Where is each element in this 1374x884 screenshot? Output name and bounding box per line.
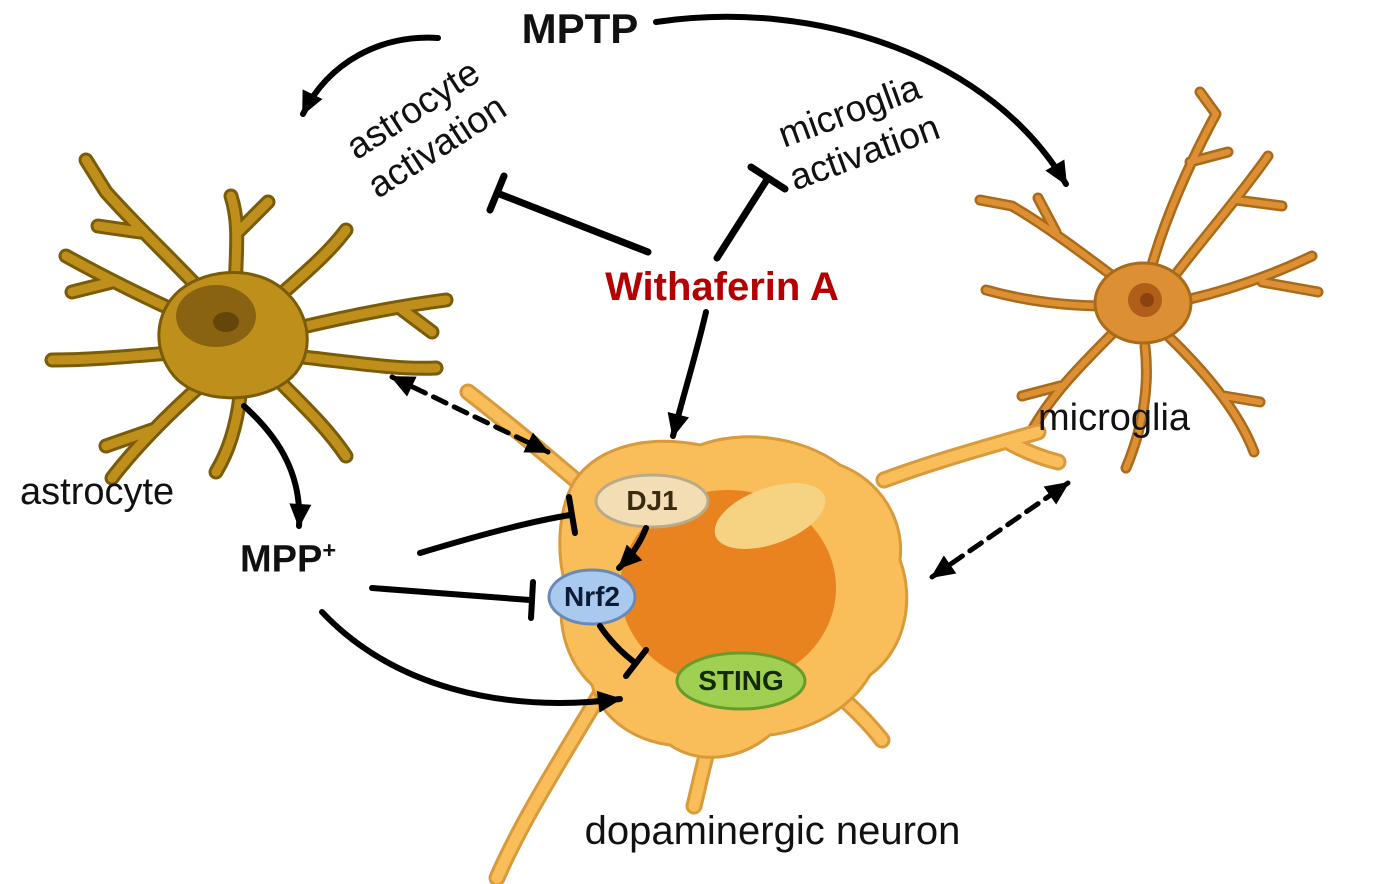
microglia-label: microglia bbox=[1038, 397, 1191, 439]
arrow-mpp-to-sting bbox=[319, 609, 623, 713]
mptp-label: MPTP bbox=[521, 5, 639, 52]
arrow-astrocyte-to-mpp bbox=[241, 403, 312, 529]
arrow-mptp-to-microglia bbox=[653, 13, 1069, 187]
arrow-withaferin-to-neuron bbox=[667, 309, 709, 439]
mpp-label: MPP+ bbox=[240, 537, 337, 581]
inhibit-withaferin-to-activations bbox=[486, 163, 789, 262]
dopaminergic-neuron-label: dopaminergic neuron bbox=[584, 809, 961, 853]
sting-node bbox=[675, 651, 807, 711]
withaferin-a-label: Withaferin A bbox=[605, 265, 839, 309]
mpp-plus-superscript: + bbox=[322, 537, 337, 563]
neuron-cell-graphic bbox=[459, 383, 1067, 884]
dashed-arrow-neuron-microglia bbox=[929, 480, 1071, 580]
mpp-base: MPP bbox=[240, 538, 323, 581]
inhibition-t-bars bbox=[528, 494, 649, 679]
sting-label: STING bbox=[698, 665, 784, 696]
dj1-label: DJ1 bbox=[626, 485, 678, 516]
nrf2-label: Nrf2 bbox=[563, 581, 620, 612]
astrocyte-cell-graphic bbox=[44, 152, 454, 486]
dashed-arrow-astrocyte-neuron bbox=[389, 374, 551, 455]
arrow-dj1-to-nrf2 bbox=[616, 525, 649, 571]
inhibit-nrf2-to-sting bbox=[597, 623, 637, 665]
microglia-cell-graphic bbox=[974, 86, 1324, 474]
astrocyte-label: astrocyte bbox=[20, 471, 175, 513]
nrf2-node bbox=[547, 568, 637, 626]
dj1-node bbox=[594, 473, 710, 529]
inhibit-mpp-to-nrf2 bbox=[369, 585, 533, 603]
arrow-mptp-to-astrocyte-activation bbox=[300, 34, 441, 117]
inhibit-mpp-to-dj1 bbox=[417, 512, 573, 556]
